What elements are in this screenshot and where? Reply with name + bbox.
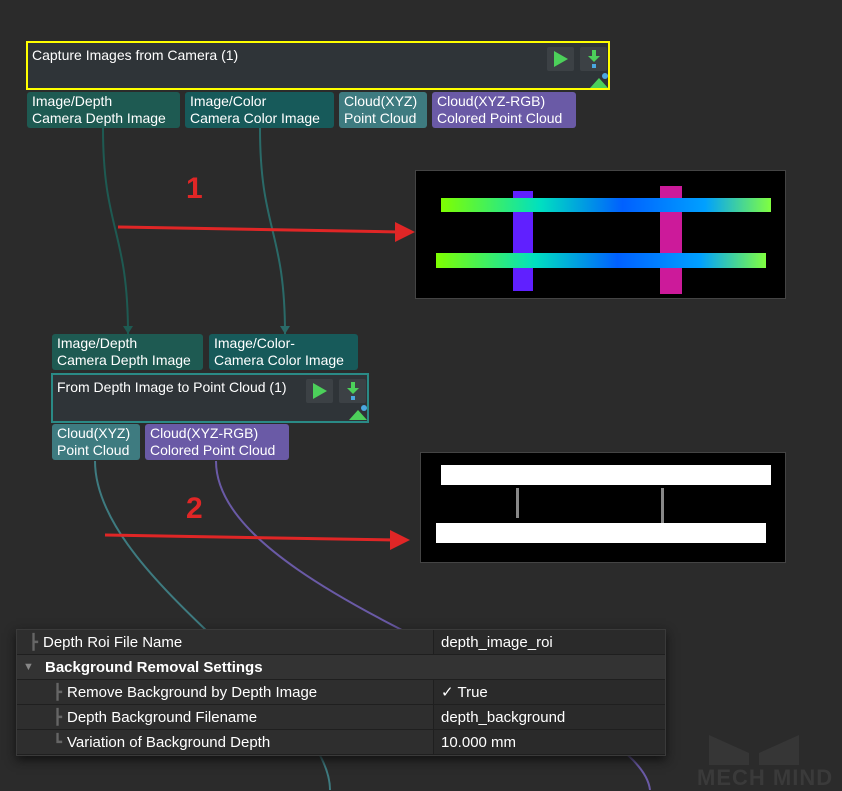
port-type: Cloud(XYZ) [344,93,418,109]
port-name: Point Cloud [57,442,130,458]
run-button[interactable] [306,379,333,403]
annotation-label-1: 1 [186,172,203,205]
download-icon [346,382,359,400]
port-name: Camera Depth Image [32,110,166,126]
port-name: Camera Color Image [190,110,320,126]
status-icon [590,73,608,88]
play-icon [553,51,568,67]
mech-mind-logo-icon [709,735,799,765]
output-port-cloud-xyz[interactable]: Cloud(XYZ)Point Cloud [52,424,140,460]
debug-button[interactable] [580,47,607,71]
output-port-cloud-xyzrgb[interactable]: Cloud(XYZ-RGB)Colored Point Cloud [145,424,289,460]
run-button[interactable] [547,47,574,71]
property-value[interactable]: depth_image_roi [441,633,553,651]
property-value[interactable]: depth_background [441,708,566,726]
property-key: Variation of Background Depth [67,733,271,751]
port-name: Camera Color Image [214,352,344,368]
port-type: Image/Depth [57,335,138,351]
port-type: Image/Color [190,93,267,109]
input-port-color[interactable]: Image/Color-Camera Color Image [209,334,358,370]
port-name: Camera Depth Image [57,352,191,368]
annotation-label-2: 2 [186,492,203,525]
output-port-cloud-xyzrgb[interactable]: Cloud(XYZ-RGB)Colored Point Cloud [432,92,576,128]
port-type: Cloud(XYZ) [57,425,131,441]
collapse-triangle-icon[interactable]: ▼ [23,661,34,673]
watermark-logo: MECH MIND [697,735,833,791]
node-title: Capture Images from Camera (1) [32,47,239,63]
capture-images-node[interactable]: Capture Images from Camera (1) [26,41,610,90]
property-checkbox[interactable]: ✓ True [441,684,488,701]
port-type: Image/Depth [32,93,113,109]
port-type: Cloud(XYZ-RGB) [150,425,259,441]
property-key: Depth Roi File Name [43,633,183,651]
depth-to-point-cloud-node[interactable]: From Depth Image to Point Cloud (1) [51,373,369,423]
property-value[interactable]: 10.000 mm [441,733,517,751]
port-type: Cloud(XYZ-RGB) [437,93,546,109]
mask-visualization [436,465,771,543]
node-title: From Depth Image to Point Cloud (1) [57,379,287,395]
property-group-background-removal[interactable]: ▼ Background Removal Settings [17,655,665,680]
status-icon [349,405,367,420]
port-type: Image/Color- [214,335,295,351]
port-name: Colored Point Cloud [150,442,276,458]
property-row-remove-background[interactable]: ┣Remove Background by Depth Image✓ True [17,680,665,705]
point-cloud-mask-preview [420,452,786,563]
group-title: Background Removal Settings [45,658,263,676]
download-icon [587,50,600,68]
depth-visualization [436,186,771,294]
property-key: Depth Background Filename [67,708,258,726]
depth-image-preview [415,170,786,299]
play-icon [312,383,327,399]
port-name: Point Cloud [344,110,417,126]
output-port-cloud-xyz[interactable]: Cloud(XYZ)Point Cloud [339,92,427,128]
watermark-text: MECH MIND [697,765,834,790]
property-key: Remove Background by Depth Image [67,683,318,701]
port-name: Colored Point Cloud [437,110,563,126]
debug-button[interactable] [339,379,366,403]
